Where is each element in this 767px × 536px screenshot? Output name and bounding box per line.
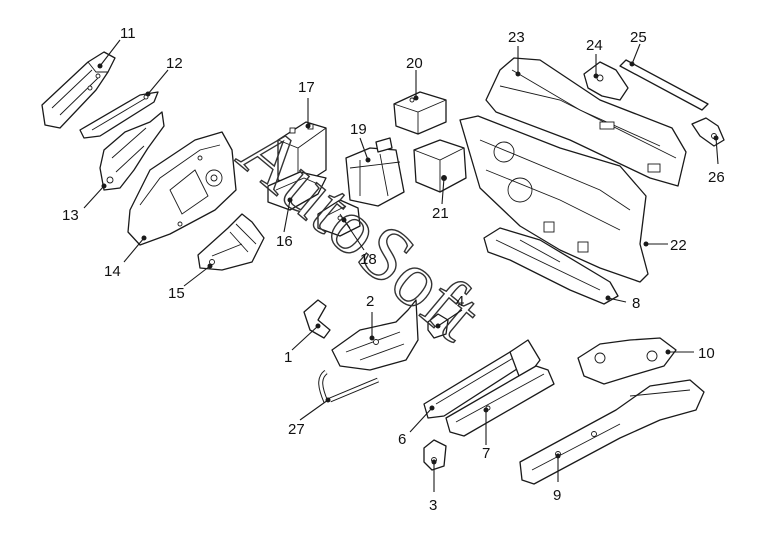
part-2-bracket-arm	[331, 299, 419, 371]
callout-14: 14	[104, 263, 121, 280]
leader-21	[441, 177, 445, 205]
callout-leaders	[83, 39, 719, 492]
part-3-small-clip	[423, 439, 447, 471]
callout-3: 3	[429, 497, 437, 514]
watermark-text: AutoSoft	[223, 106, 498, 357]
part-21-relay-box	[413, 139, 467, 193]
part-23-cowl-panel	[485, 57, 687, 187]
leader-12	[147, 69, 169, 95]
leader-13	[83, 185, 105, 209]
part-6-long-rail	[423, 339, 541, 419]
callout-9: 9	[553, 487, 561, 504]
part-16-battery-tray	[267, 171, 327, 211]
part-10-upper-arm	[577, 337, 677, 385]
callout-1: 1	[284, 349, 292, 366]
callout-11: 11	[120, 25, 136, 42]
part-1-clip	[303, 299, 331, 339]
callout-26: 26	[708, 169, 725, 186]
callout-4: 4	[456, 293, 464, 310]
part-25-rod	[619, 59, 709, 111]
leader-6	[409, 407, 433, 433]
part-12-bracket	[79, 91, 159, 139]
callout-8: 8	[632, 295, 640, 312]
callout-21: 21	[432, 205, 449, 222]
leader-11	[99, 39, 121, 67]
callout-6: 6	[398, 431, 406, 448]
callout-17: 17	[298, 79, 315, 96]
part-24-valve	[583, 61, 629, 101]
leader-15	[183, 265, 211, 287]
leader-1	[291, 325, 319, 351]
part-15-mount-bracket	[197, 213, 265, 271]
callout-22: 22	[670, 237, 687, 254]
part-14-side-member	[127, 131, 237, 246]
part-19-holder	[345, 137, 405, 207]
callout-15: 15	[168, 285, 185, 302]
callout-7: 7	[482, 445, 490, 462]
callout-2: 2	[366, 293, 374, 310]
callout-12: 12	[166, 55, 183, 72]
leader-27	[299, 399, 329, 421]
part-22-dash-panel	[459, 115, 649, 283]
leader-8	[607, 297, 627, 303]
callout-27: 27	[288, 421, 305, 438]
leader-14	[123, 237, 145, 263]
callout-labels: 1 2 3 4 6 7 8 9 10 11 12 13 14 15 16 17 …	[62, 25, 725, 514]
callout-25: 25	[630, 29, 647, 46]
part-20-control-unit	[393, 91, 447, 135]
callout-dots	[97, 61, 719, 465]
leader-16	[283, 199, 291, 233]
callout-20: 20	[406, 55, 423, 72]
callout-10: 10	[698, 345, 715, 362]
part-7-side-rail	[445, 365, 555, 437]
part-18-bracket	[317, 199, 361, 237]
leader-18	[343, 219, 365, 251]
watermark: AutoSoft	[222, 106, 499, 358]
leader-25	[631, 43, 641, 65]
leader-26	[715, 137, 719, 165]
leader-19	[359, 137, 369, 161]
callout-18: 18	[360, 251, 377, 268]
part-9-side-member	[519, 379, 705, 485]
callout-16: 16	[276, 233, 293, 250]
callout-19: 19	[350, 121, 367, 138]
callout-24: 24	[586, 37, 603, 54]
part-17-battery	[277, 121, 327, 189]
part-27-pipe	[318, 370, 379, 403]
part-26-fitting	[691, 117, 725, 147]
callout-13: 13	[62, 207, 79, 224]
part-11-front-rail	[41, 51, 116, 129]
callout-23: 23	[508, 29, 525, 46]
part-13-arch-panel	[99, 111, 165, 191]
leader-4	[437, 309, 463, 327]
part-8-crossmember	[483, 227, 619, 305]
